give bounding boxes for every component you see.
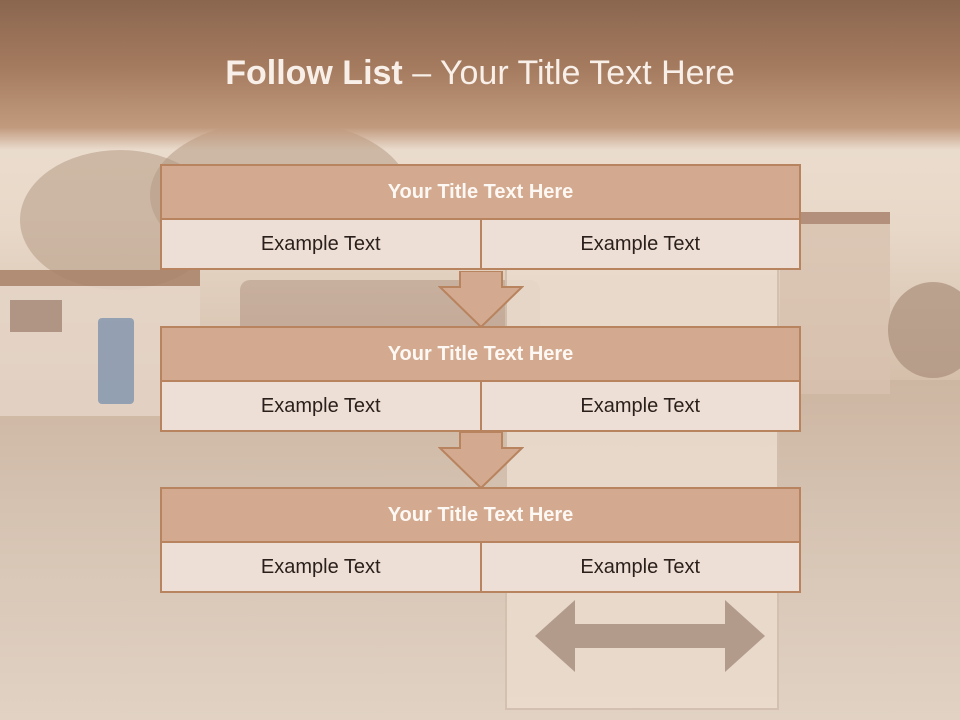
page-title: Follow List – Your Title Text Here <box>0 54 960 93</box>
down-arrow-icon <box>438 432 524 490</box>
down-arrow-icon <box>438 271 524 329</box>
page-title-bold: Follow List <box>225 54 403 92</box>
double-arrow-icon <box>535 600 765 672</box>
block-row: Example Text Example Text <box>160 382 801 432</box>
block-cell: Example Text <box>479 543 801 593</box>
block-heading: Your Title Text Here <box>160 164 801 220</box>
background-bush <box>888 282 960 378</box>
block-heading: Your Title Text Here <box>160 487 801 543</box>
block-cell: Example Text <box>479 220 801 270</box>
process-block-1: Your Title Text Here Example Text Exampl… <box>160 164 801 270</box>
block-cell: Example Text <box>160 382 480 432</box>
block-row: Example Text Example Text <box>160 220 801 270</box>
page-title-rest: – Your Title Text Here <box>402 54 735 92</box>
block-cell: Example Text <box>160 220 480 270</box>
title-band <box>0 0 960 150</box>
process-block-2: Your Title Text Here Example Text Exampl… <box>160 326 801 432</box>
background-gas-pump <box>98 318 134 404</box>
process-block-3: Your Title Text Here Example Text Exampl… <box>160 487 801 593</box>
block-cell: Example Text <box>160 543 480 593</box>
background-window <box>10 300 62 332</box>
block-cell: Example Text <box>479 382 801 432</box>
block-heading: Your Title Text Here <box>160 326 801 382</box>
block-row: Example Text Example Text <box>160 543 801 593</box>
